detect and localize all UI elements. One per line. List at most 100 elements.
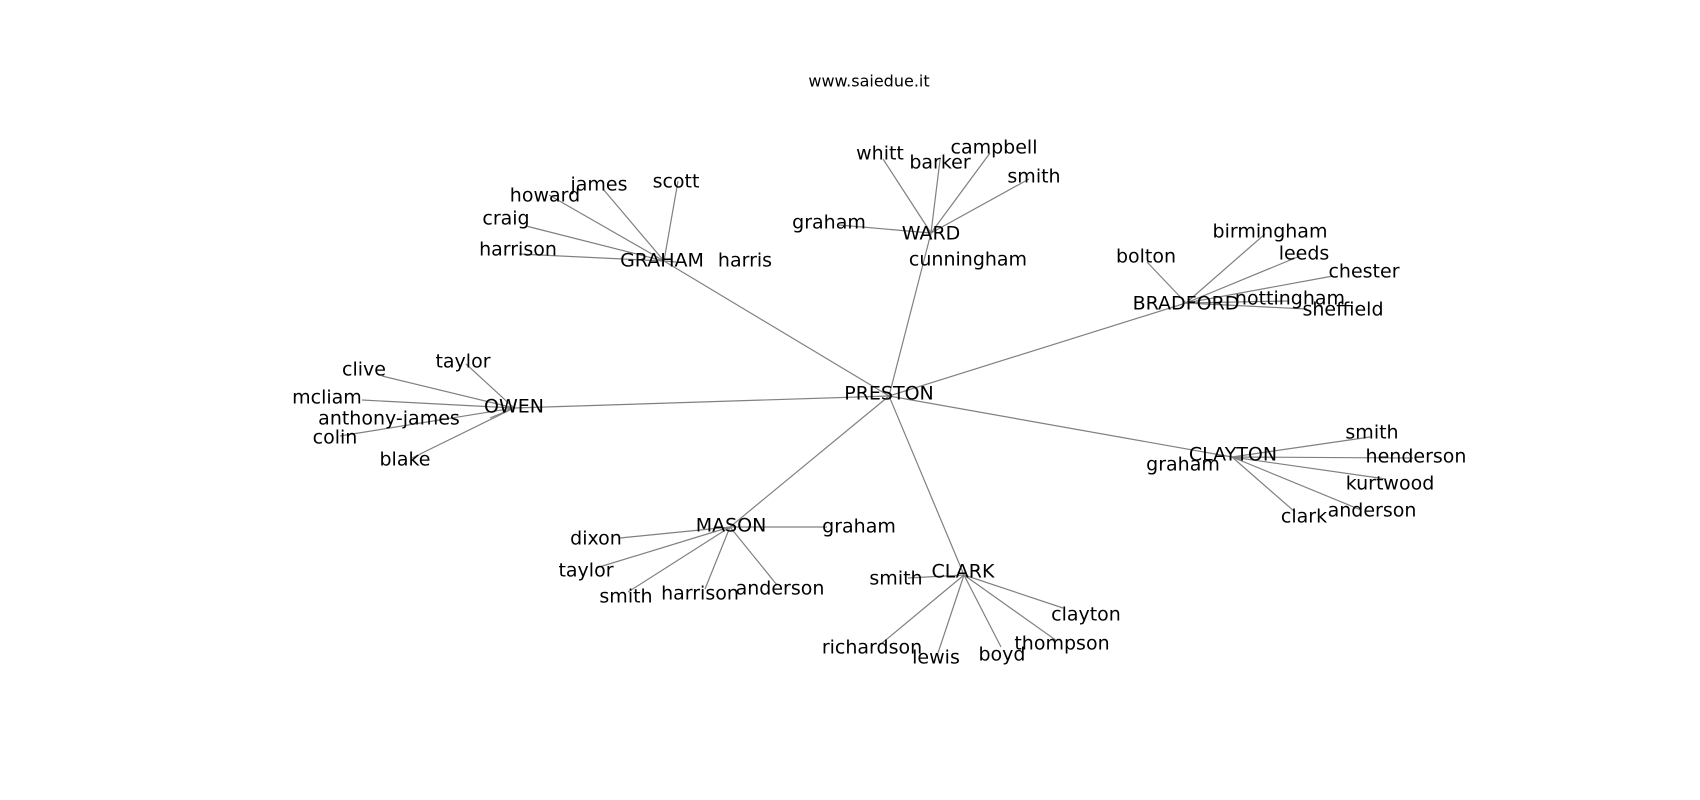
edge-mason-dixon xyxy=(619,526,731,539)
edge-owen-clive xyxy=(381,375,515,409)
edge-graham-james xyxy=(602,188,665,262)
diagram-title: www.saiedue.it xyxy=(808,72,929,91)
node-leaf-clark-richardson: richardson xyxy=(822,637,922,659)
node-leaf-ward-cunningham: cunningham xyxy=(909,249,1027,271)
edge-ward-whitt xyxy=(882,158,932,234)
node-leaf-mason-taylor: taylor xyxy=(558,560,613,582)
edge-clayton-smith xyxy=(1231,436,1371,458)
edge-owen-taylor xyxy=(465,363,515,409)
edge-clayton-henderson xyxy=(1231,456,1414,459)
node-leaf-mason-anderson: anderson xyxy=(736,578,825,600)
node-leaf-clark-boyd: boyd xyxy=(979,644,1026,666)
edge-clark-boyd xyxy=(963,574,1002,648)
edge-owen-blake xyxy=(411,407,515,459)
edge-bradford-chester xyxy=(1185,275,1334,304)
node-hub-owen: OWEN xyxy=(484,396,544,418)
node-leaf-owen-blake: blake xyxy=(380,449,431,471)
node-hub-ward: WARD xyxy=(902,223,961,245)
node-leaf-clayton-kurtwood: kurtwood xyxy=(1346,473,1435,495)
edge-ward-barker xyxy=(930,159,941,234)
edge-root-clayton xyxy=(888,395,1233,458)
node-leaf-bradford-chester: chester xyxy=(1328,261,1399,283)
node-leaf-clayton-clark: clark xyxy=(1281,506,1327,528)
node-leaf-mason-harrison: harrison xyxy=(661,583,739,605)
edge-root-clark xyxy=(888,395,965,576)
node-leaf-bradford-leeds: leeds xyxy=(1279,243,1330,265)
node-leaf-ward-barker: barker xyxy=(909,152,971,174)
node-leaf-bradford-sheffield: sheffield xyxy=(1302,299,1383,321)
node-hub-graham: GRAHAM xyxy=(620,250,704,272)
node-leaf-bradford-bolton: bolton xyxy=(1116,246,1176,268)
node-leaf-graham-harris: harris xyxy=(718,250,772,272)
edge-mason-harrison xyxy=(704,526,731,590)
edge-clark-lewis xyxy=(937,574,965,654)
edge-root-ward xyxy=(888,232,932,397)
edge-bradford-sheffield xyxy=(1185,302,1308,310)
node-leaf-owen-mcliam: mcliam xyxy=(292,387,362,409)
edge-root-bradford xyxy=(888,302,1187,397)
node-hub-mason: MASON xyxy=(696,515,767,537)
edge-clayton-clark xyxy=(1231,456,1296,513)
node-leaf-bradford-nottingham: nottingham xyxy=(1235,288,1345,310)
node-leaf-mason-dixon: dixon xyxy=(570,528,622,550)
node-leaf-graham-scott: scott xyxy=(653,171,700,193)
node-leaf-mason-graham: graham xyxy=(822,516,896,538)
node-hub-clark: CLARK xyxy=(932,561,995,583)
node-hub-bradford: BRADFORD xyxy=(1133,293,1240,315)
edge-clark-richardson xyxy=(880,574,965,645)
edge-bradford-nottingham xyxy=(1185,300,1289,304)
edge-bradford-leeds xyxy=(1185,255,1301,304)
edge-root-owen xyxy=(513,395,890,409)
node-leaf-ward-graham: graham xyxy=(792,212,866,234)
edge-root-mason xyxy=(729,395,890,528)
label-layer: PRESTON GRAHAM harris scott jameshowardcraig… xyxy=(292,137,1466,669)
node-leaf-graham-howard: howard xyxy=(510,185,580,207)
edge-ward-campbell xyxy=(930,152,991,234)
node-leaf-ward-whitt: whitt xyxy=(856,143,904,165)
edge-layer xyxy=(339,152,1414,654)
edge-owen-mcliam xyxy=(361,399,515,409)
edge-graham-craig xyxy=(525,225,665,262)
node-root-preston: PRESTON xyxy=(844,383,934,405)
node-leaf-ward-campbell: campbell xyxy=(951,137,1038,159)
node-leaf-owen-clive: clive xyxy=(342,359,386,381)
node-leaf-clayton-henderson: henderson xyxy=(1366,446,1467,468)
edge-clayton-kurtwood xyxy=(1231,456,1387,480)
node-leaf-clark-thompson: thompson xyxy=(1014,633,1109,655)
edge-mason-anderson xyxy=(729,526,778,586)
node-leaf-bradford-birmingham: birmingham xyxy=(1213,221,1328,243)
edge-mason-smith xyxy=(627,526,731,593)
node-leaf-graham-james: james xyxy=(569,174,627,196)
node-leaf-graham-craig: craig xyxy=(482,208,529,230)
edge-clark-thompson xyxy=(963,574,1058,642)
edge-clark-smith xyxy=(907,574,965,579)
node-hub-clayton: CLAYTON xyxy=(1189,444,1277,466)
edge-ward-cunningham xyxy=(929,232,932,241)
node-leaf-mason-smith: smith xyxy=(599,586,652,608)
node-leaf-owen-colin: colin xyxy=(313,427,358,449)
edge-clark-clayton xyxy=(963,574,1064,609)
node-leaf-ward-smith: smith xyxy=(1007,166,1060,188)
node-leaf-owen-anthony-james: anthony-james xyxy=(318,408,460,430)
edge-clayton-graham xyxy=(1231,456,1242,461)
node-leaf-clark-clayton: clayton xyxy=(1051,604,1121,626)
edge-graham-harrison xyxy=(518,253,665,262)
edge-bradford-bolton xyxy=(1146,261,1187,304)
edge-ward-graham xyxy=(838,224,932,234)
edge-bradford-birmingham xyxy=(1185,233,1266,304)
edge-graham-harris xyxy=(663,260,677,263)
edge-mason-taylor xyxy=(595,526,731,569)
edge-clayton-anderson xyxy=(1231,456,1362,511)
node-leaf-clark-lewis: lewis xyxy=(912,647,960,669)
edge-root-graham xyxy=(663,260,890,397)
node-leaf-clayton-smith: smith xyxy=(1345,422,1398,444)
edge-graham-howard xyxy=(548,194,665,262)
node-leaf-clayton-graham: graham xyxy=(1146,454,1220,476)
node-leaf-clark-smith: smith xyxy=(869,568,922,590)
edge-ward-smith xyxy=(930,178,1030,234)
node-leaf-owen-taylor: taylor xyxy=(435,351,490,373)
node-leaf-clayton-anderson: anderson xyxy=(1328,500,1417,522)
edge-graham-scott xyxy=(663,180,679,262)
edge-owen-colin xyxy=(339,407,515,437)
